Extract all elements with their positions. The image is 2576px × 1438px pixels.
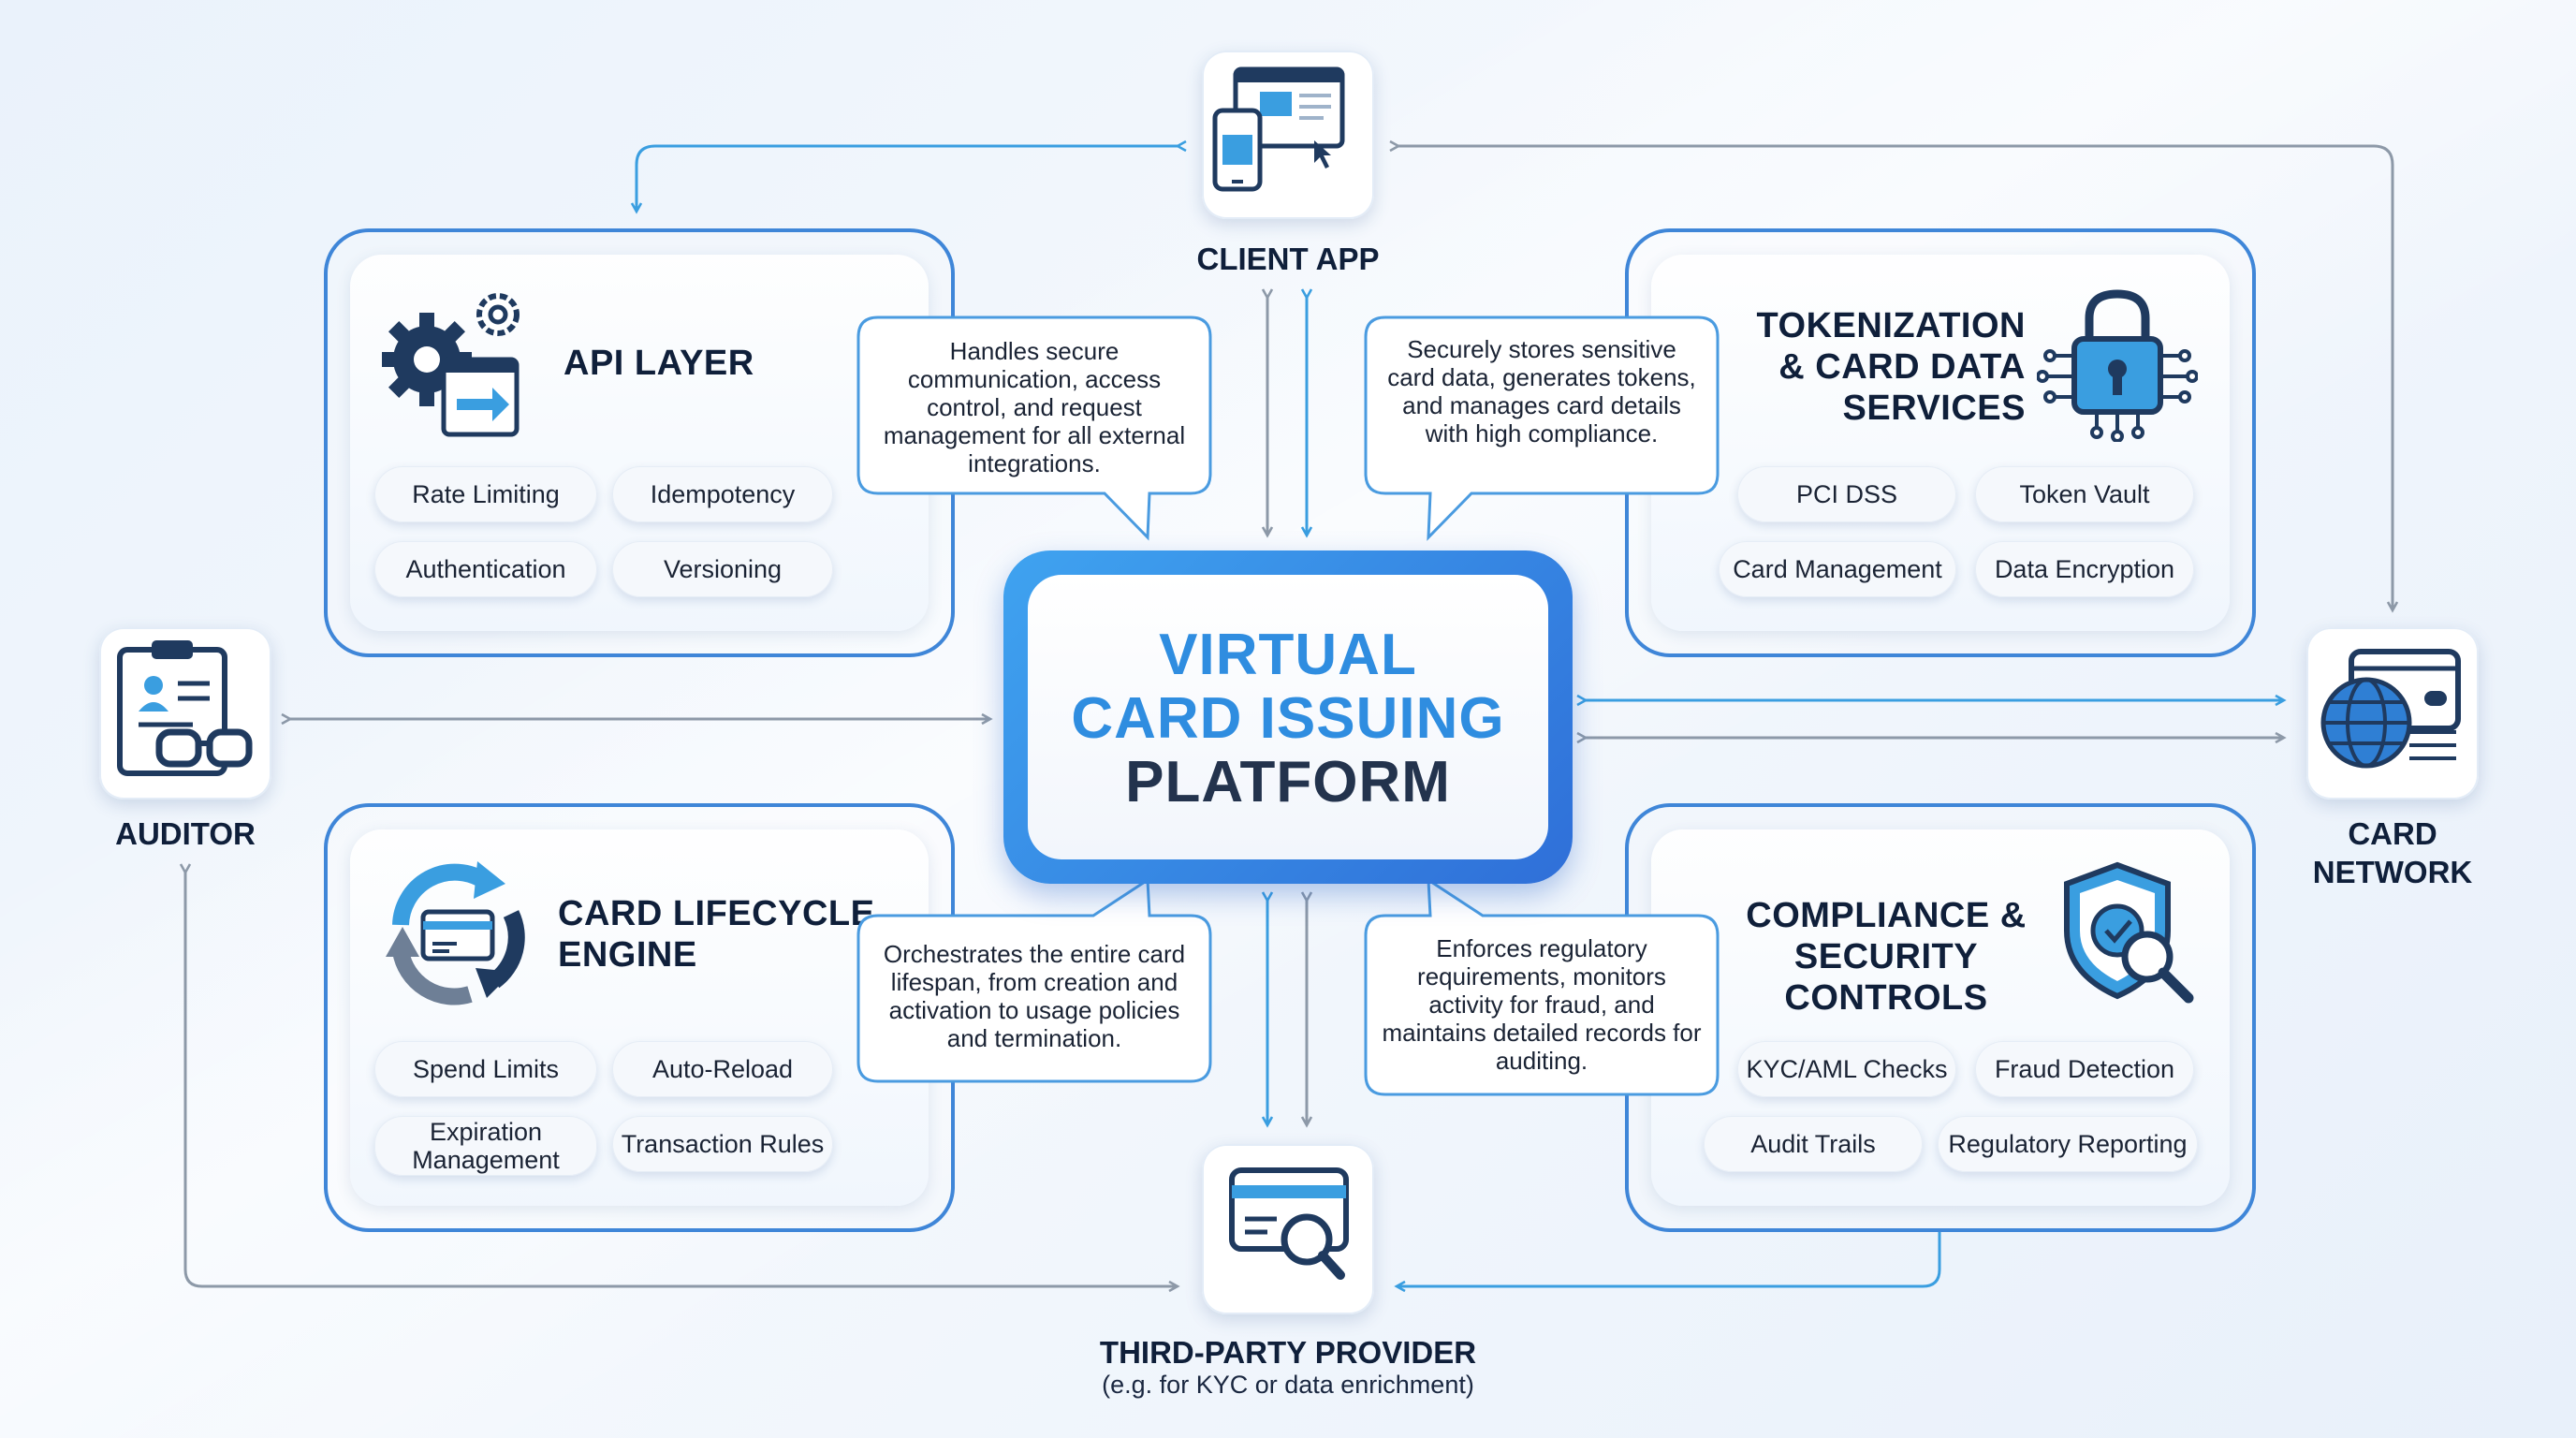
platform-title-line1: VIRTUAL bbox=[1159, 623, 1417, 687]
pill-idempotency[interactable]: Idempotency bbox=[612, 466, 833, 522]
compliance-callout: Enforces regulatory requirements, monito… bbox=[1363, 878, 1720, 1099]
compliance-title-line2: SECURITY CONTROLS bbox=[1784, 937, 1988, 1018]
tokenization-title-line1: TOKENIZATION bbox=[1756, 306, 2026, 345]
compliance-callout-bubble bbox=[1364, 878, 1720, 1096]
platform-center-box[interactable]: VIRTUAL CARD ISSUING PLATFORM bbox=[1003, 550, 1573, 884]
card-network-node[interactable] bbox=[2306, 627, 2479, 800]
arrow-client-network bbox=[1389, 139, 2399, 613]
third-party-label: THIRD-PARTY PROVIDER bbox=[1099, 1335, 1477, 1370]
pill-fraud-detection[interactable]: Fraud Detection bbox=[1975, 1041, 2194, 1097]
pill-authentication[interactable]: Authentication bbox=[374, 541, 597, 597]
pill-transaction-rules[interactable]: Transaction Rules bbox=[612, 1116, 833, 1172]
tokenization-title-line2: & CARD DATA bbox=[1778, 347, 2026, 387]
pill-rate-limiting[interactable]: Rate Limiting bbox=[374, 466, 597, 522]
shield-search-icon bbox=[2064, 861, 2194, 1004]
pill-audit-trails[interactable]: Audit Trails bbox=[1704, 1116, 1923, 1172]
auditor-node[interactable] bbox=[99, 627, 271, 800]
arrow-auditor-third bbox=[179, 863, 1180, 1293]
platform-center-inner bbox=[1028, 575, 1548, 859]
auditor-label: AUDITOR bbox=[115, 816, 256, 851]
tokenization-title-line3: SERVICES bbox=[1842, 389, 2026, 428]
third-party-sublabel: (e.g. for KYC or data enrichment) bbox=[1102, 1371, 1474, 1399]
api-callout: Handles secure communication, access con… bbox=[856, 315, 1213, 543]
lifecycle-callout: Orchestrates the entire card lifespan, f… bbox=[856, 878, 1213, 1086]
third-party-node[interactable] bbox=[1202, 1144, 1374, 1314]
token-callout-text: Securely stores sensitive card data, gen… bbox=[1387, 335, 1696, 448]
tokenization-title: TOKENIZATION & CARD DATA SERVICES bbox=[1722, 305, 2026, 429]
api-layer-title: API LAYER bbox=[564, 344, 754, 383]
arrow-compliance-third bbox=[1394, 1232, 1941, 1293]
client-app-label: CLIENT APP bbox=[1196, 242, 1380, 276]
compliance-title-line1: COMPLIANCE & bbox=[1746, 896, 2027, 935]
lock-circuit-icon bbox=[2037, 289, 2198, 442]
card-network-line2: NETWORK bbox=[2312, 855, 2473, 889]
cycle-card-icon bbox=[386, 861, 525, 1005]
pill-kyc-aml-checks[interactable]: KYC/AML Checks bbox=[1737, 1041, 1956, 1097]
token-callout: Securely stores sensitive card data, gen… bbox=[1363, 315, 1720, 543]
arrow-client-api bbox=[630, 139, 1187, 214]
card-search-icon bbox=[1229, 1167, 1349, 1280]
client-app-node[interactable] bbox=[1202, 51, 1374, 219]
pill-expiration-management[interactable]: Expiration Management bbox=[374, 1116, 597, 1176]
pill-data-encryption[interactable]: Data Encryption bbox=[1975, 541, 2194, 597]
pill-auto-reload[interactable]: Auto-Reload bbox=[612, 1041, 833, 1097]
api-callout-text: Handles secure communication, access con… bbox=[883, 337, 1186, 477]
pill-spend-limits[interactable]: Spend Limits bbox=[374, 1041, 597, 1097]
gears-arrow-icon bbox=[382, 293, 520, 437]
pill-token-vault[interactable]: Token Vault bbox=[1975, 466, 2194, 522]
globe-card-icon bbox=[2320, 649, 2461, 769]
card-network-label: CARD NETWORK bbox=[2252, 814, 2533, 891]
compliance-callout-text: Enforces regulatory requirements, monito… bbox=[1382, 934, 1702, 1075]
clipboard-glasses-icon bbox=[117, 640, 253, 776]
lifecycle-callout-text: Orchestrates the entire card lifespan, f… bbox=[883, 940, 1186, 1052]
lifecycle-callout-bubble bbox=[856, 878, 1212, 1083]
compliance-title: COMPLIANCE & SECURITY CONTROLS bbox=[1728, 895, 2044, 1019]
pill-regulatory-reporting[interactable]: Regulatory Reporting bbox=[1938, 1116, 2198, 1172]
card-lifecycle-title-line2: ENGINE bbox=[558, 935, 697, 975]
api-callout-bubble bbox=[856, 315, 1212, 541]
devices-icon bbox=[1212, 66, 1345, 192]
card-network-line1: CARD bbox=[2348, 816, 2437, 851]
pill-card-management[interactable]: Card Management bbox=[1719, 541, 1956, 597]
token-callout-bubble bbox=[1364, 315, 1720, 541]
card-lifecycle-title: CARD LIFECYCLE ENGINE bbox=[558, 893, 876, 976]
pill-pci-dss[interactable]: PCI DSS bbox=[1737, 466, 1956, 522]
pill-versioning[interactable]: Versioning bbox=[612, 541, 833, 597]
platform-title-line2: CARD ISSUING bbox=[1071, 686, 1505, 751]
platform-title-line3: PLATFORM bbox=[1125, 750, 1451, 814]
card-lifecycle-title-line1: CARD LIFECYCLE bbox=[558, 894, 875, 933]
